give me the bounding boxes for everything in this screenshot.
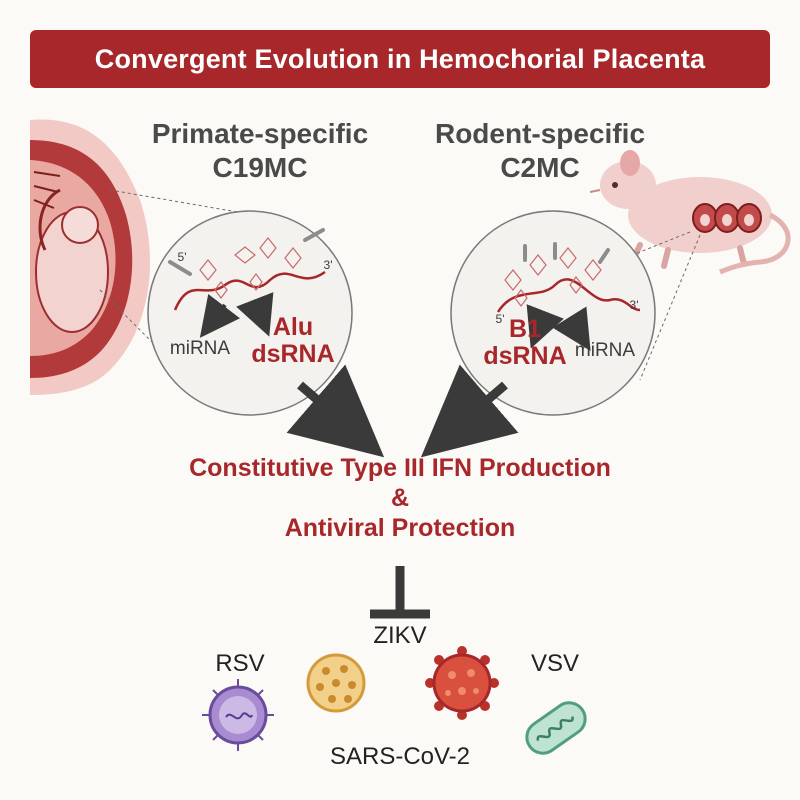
ifn-production-label: Constitutive Type III IFN Production	[189, 454, 611, 482]
alu-label: Alu	[272, 313, 314, 341]
diagram-title: Convergent Evolution in Hemochorial Plac…	[94, 43, 706, 74]
ampersand-label: &	[390, 484, 410, 512]
c2mc-zoom-circle	[450, 210, 656, 416]
vsv-label: VSV	[530, 650, 580, 677]
primate-three-prime: 3'	[323, 258, 333, 272]
zikv-label: ZIKV	[373, 622, 427, 649]
primate-mirna-label: miRNA	[169, 338, 231, 359]
inhibition-symbol	[370, 566, 430, 619]
rsv-label: RSV	[215, 650, 265, 677]
zikv-virus-icon	[306, 653, 366, 713]
rodent-heading-line1: Rodent-specific	[434, 118, 646, 149]
rodent-heading: Rodent-specific C2MC	[390, 117, 690, 185]
rodent-five-prime: 5'	[495, 312, 505, 326]
outcome-text: Constitutive Type III IFN Production & A…	[60, 453, 740, 543]
left-convergence-arrow	[286, 364, 385, 458]
rodent-heading-line2: C2MC	[500, 152, 580, 183]
primate-heading: Primate-specific C19MC	[110, 117, 410, 185]
primate-five-prime: 5'	[177, 250, 187, 264]
sars-cov-2-label: SARS-CoV-2	[329, 743, 471, 770]
alu-dsrna-label: dsRNA	[251, 340, 335, 368]
c19mc-zoom-circle	[147, 210, 353, 416]
primate-heading-line1: Primate-specific	[151, 118, 369, 149]
antiviral-protection-label: Antiviral Protection	[284, 514, 516, 542]
right-convergence-arrow	[420, 364, 519, 458]
mouse-illustration	[589, 150, 791, 275]
rsv-virus-icon	[202, 679, 274, 751]
title-banner: Convergent Evolution in Hemochorial Plac…	[30, 30, 770, 88]
b1-label: B1	[509, 315, 541, 343]
primate-heading-line2: C19MC	[212, 152, 308, 183]
b1-dsrna-label: dsRNA	[483, 342, 567, 370]
sars-cov-2-virus-icon	[425, 646, 499, 720]
primate-dsrna-label: Alu dsRNA	[238, 314, 348, 368]
rodent-three-prime: 3'	[629, 298, 639, 312]
placenta-uterus-illustration	[30, 119, 150, 395]
vsv-virus-icon	[525, 701, 587, 755]
rodent-mirna-label: miRNA	[574, 340, 636, 361]
rodent-dsrna-label: B1 dsRNA	[470, 316, 580, 370]
